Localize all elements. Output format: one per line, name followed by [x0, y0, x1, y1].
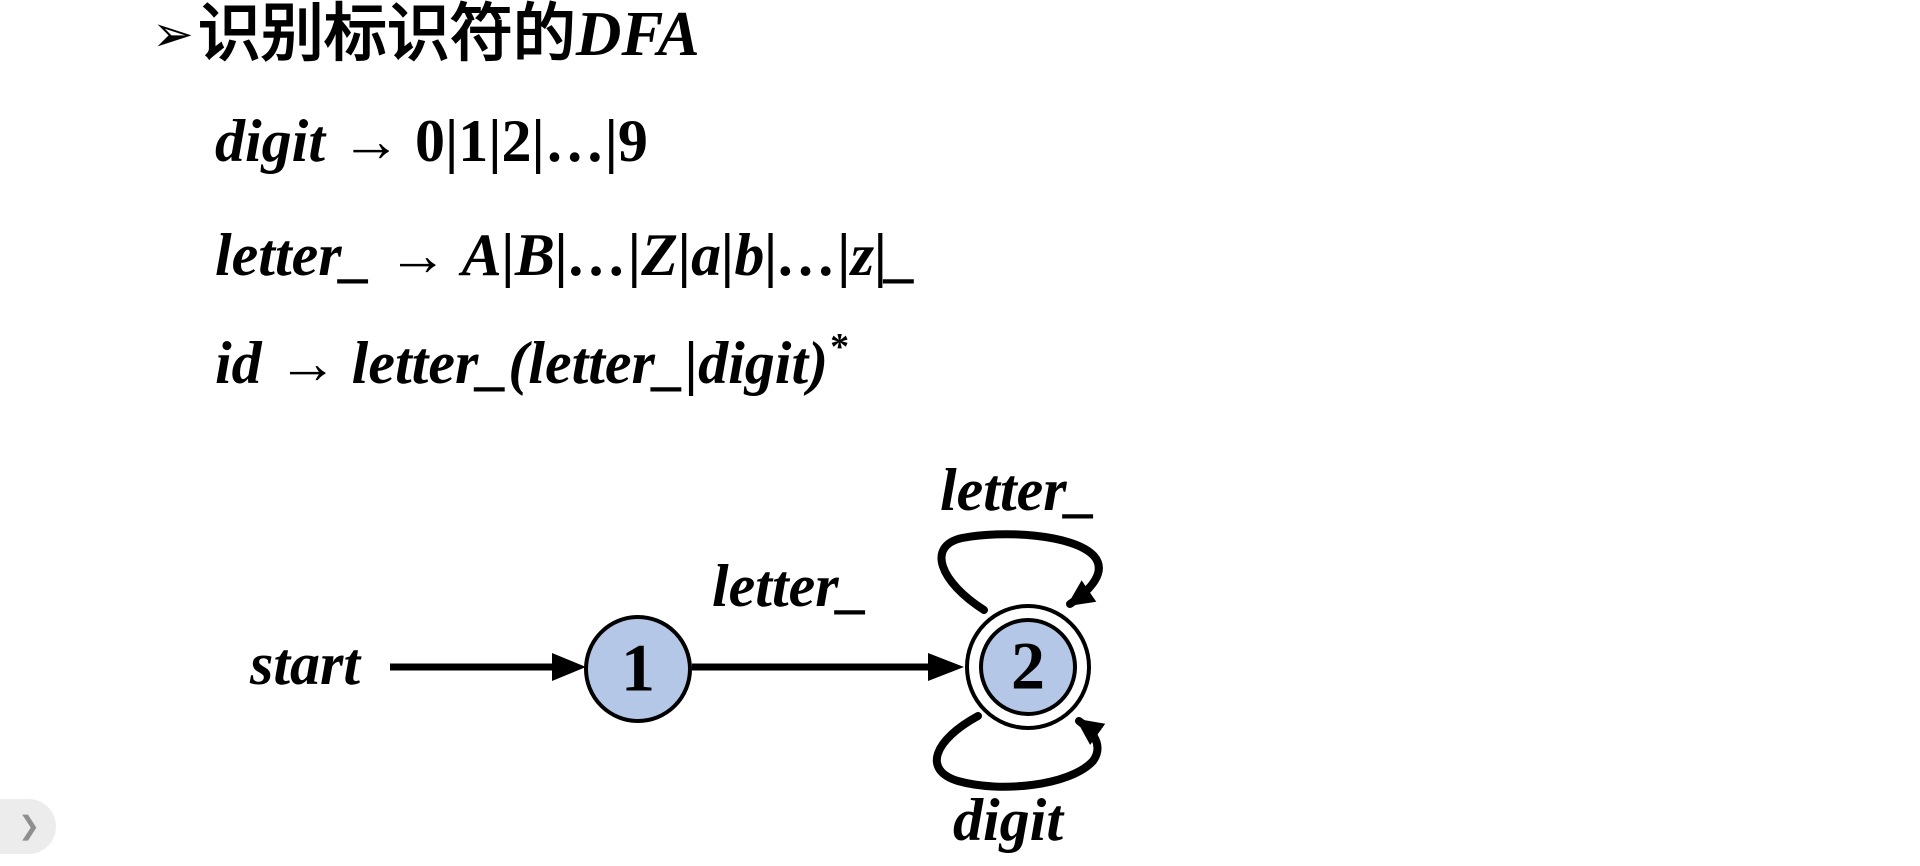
self-loop-bottom: [933, 712, 1106, 791]
slide-title: ➢识别标识符的DFA: [152, 0, 700, 74]
chevron-right-icon: ❯: [18, 810, 40, 841]
rule-digit-lhs: digit: [215, 108, 326, 174]
edge-1-2-arrowhead: [928, 653, 964, 681]
edge-1-2-label: letter_: [712, 553, 869, 619]
rule-digit-arrow: →: [341, 108, 401, 174]
state-1-label: 1: [621, 629, 655, 706]
rule-letter-arrow: →: [387, 222, 448, 288]
rule-letter-lhs: letter_: [215, 222, 372, 288]
state-1-circle: [584, 615, 692, 723]
slide-title-chinese: 识别标识符的: [197, 0, 576, 69]
next-slide-button[interactable]: ❯: [0, 799, 56, 854]
start-arrowhead: [552, 653, 586, 681]
self-loop-bottom-label: digit: [953, 787, 1064, 853]
self-loop-top-label: letter_: [940, 457, 1097, 523]
rule-id-rhs: letter_(letter_|digit): [351, 330, 829, 396]
kleene-star: *: [830, 326, 850, 368]
rule-letter-rhs: A|B|…|Z|a|b|…|z|_: [461, 222, 918, 288]
start-label: start: [250, 631, 361, 697]
arrowhead-bullet-icon: ➢: [152, 5, 194, 63]
rule-letter: letter_→A|B|…|Z|a|b|…|z|_: [215, 224, 917, 287]
rule-id-lhs: id: [215, 330, 262, 396]
rule-digit: digit→0|1|2|…|9: [215, 110, 648, 173]
slide-title-dfa: DFA: [575, 0, 700, 69]
state-2-label: 2: [1011, 627, 1045, 704]
rule-id-arrow: →: [277, 330, 338, 396]
state-2-inner-circle: [979, 618, 1077, 716]
rule-digit-rhs: 0|1|2|…|9: [415, 108, 648, 174]
rule-id: id→letter_(letter_|digit)*: [215, 326, 850, 396]
self-loop-top: [937, 530, 1103, 614]
